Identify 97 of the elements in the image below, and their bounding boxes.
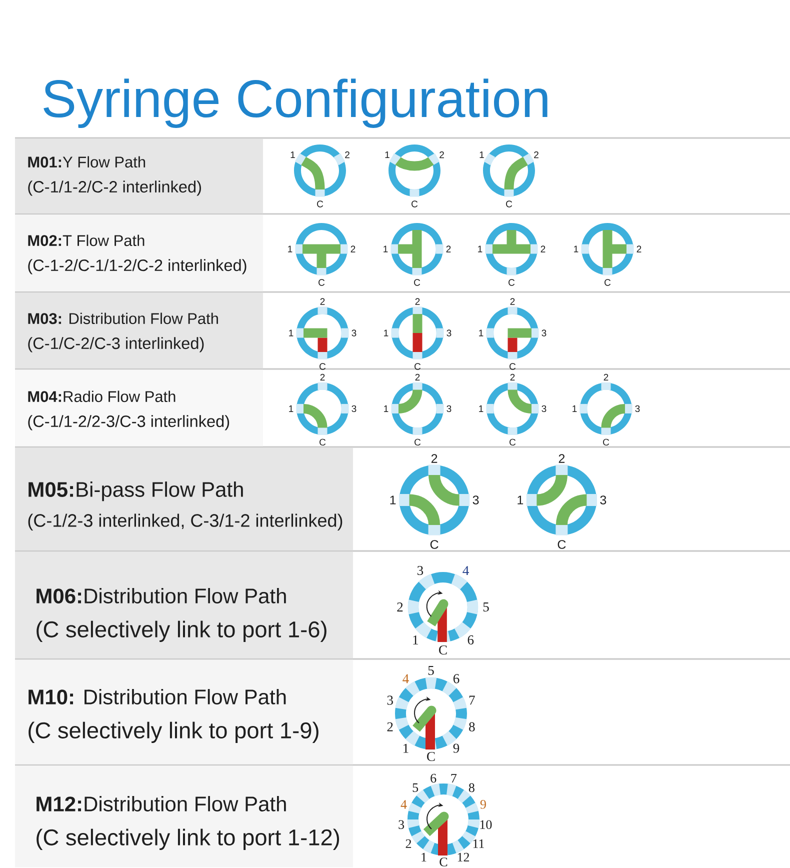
port-label: C <box>604 279 611 286</box>
port-label: 3 <box>398 820 404 829</box>
port-label: 3 <box>446 405 452 412</box>
port-label: C <box>508 279 515 286</box>
port-label: 1 <box>574 246 578 252</box>
title: Syringe Configuration <box>44 78 548 128</box>
port-label: 1 <box>385 151 390 158</box>
port-label: 2 <box>350 246 356 252</box>
port-label: C <box>414 438 421 446</box>
port-label: C <box>558 540 566 549</box>
port-label: 5 <box>412 783 418 792</box>
port-label: 1 <box>404 744 408 753</box>
port-label: 2 <box>440 151 444 158</box>
port-label: C <box>320 363 326 370</box>
port-label: 3 <box>600 496 606 504</box>
port-label: 1 <box>572 405 577 412</box>
port-label: C <box>318 279 325 286</box>
port-label: 1 <box>478 246 482 252</box>
port-label: 1 <box>290 151 295 158</box>
port-label: 7 <box>451 774 457 782</box>
port-label: C <box>440 858 448 866</box>
port-label: 2 <box>345 151 350 158</box>
port-label: 3 <box>446 330 452 336</box>
label-cell: M01:Y Flow Path (C-1/1-2/C-2 interlinked) <box>15 138 263 214</box>
port-label: 3 <box>387 696 393 705</box>
port-label: 12 <box>458 852 470 862</box>
port-label: 1 <box>480 151 484 158</box>
label-cell: M02:T Flow Path (C-1-2/C-1/1-2/C-2 interlinked) <box>15 214 263 292</box>
port-label: 2 <box>387 722 393 732</box>
label-cell: M12:Distribution Flow Path (C selectively link to port 1-12) <box>15 766 353 868</box>
port-label: C <box>510 438 516 446</box>
port-label: 5 <box>428 666 434 675</box>
port-label: 8 <box>468 783 474 792</box>
port-label: 3 <box>417 566 424 576</box>
port-label: 6 <box>430 774 436 783</box>
label-cell: M10: Distribution Flow Path (C selectively link to port 1-9) <box>15 660 353 764</box>
port-label: C <box>414 363 421 370</box>
port-label: 3 <box>352 330 356 336</box>
port-label: 2 <box>320 298 325 305</box>
port-label: C <box>414 279 420 286</box>
port-label: C <box>506 200 512 208</box>
port-label: C <box>427 752 435 762</box>
port-label: 1 <box>289 330 294 336</box>
port-label: 2 <box>540 246 546 252</box>
port-label: C <box>510 363 516 370</box>
port-label: C <box>430 540 438 549</box>
port-label: 4 <box>402 674 409 684</box>
port-label: 1 <box>390 496 396 504</box>
port-label: 2 <box>510 374 515 381</box>
port-label: 1 <box>479 330 484 336</box>
port-label: 3 <box>635 405 640 412</box>
port-label: 1 <box>289 405 294 412</box>
port-label: 2 <box>431 454 438 463</box>
port-label: 2 <box>510 298 515 305</box>
port-label: 1 <box>384 246 388 252</box>
port-label: 9 <box>480 800 486 809</box>
port-label: 1 <box>413 635 418 644</box>
port-label: 1 <box>384 330 388 336</box>
port-label: 2 <box>446 246 451 252</box>
port-label: 3 <box>472 496 479 504</box>
port-label: 1 <box>479 405 484 412</box>
label-cell: M03: Distribution Flow Path (C-1/C-2/C-3 interlinked) <box>15 292 263 368</box>
port-label: 2 <box>415 374 420 381</box>
port-label: 10 <box>480 820 492 829</box>
port-label: 2 <box>636 246 642 252</box>
port-label: 6 <box>468 635 474 644</box>
port-label: 3 <box>542 330 546 336</box>
port-label: 9 <box>453 744 460 753</box>
port-label: 11 <box>473 839 484 848</box>
port-label: 2 <box>534 151 538 158</box>
port-label: C <box>603 438 610 446</box>
port-label: 8 <box>469 722 475 732</box>
label-cell: M04:Radio Flow Path (C-1/1-2/2-3/C-3 interlinked) <box>15 370 263 446</box>
label-cell: M06:Distribution Flow Path (C selectively link to port 1-6) <box>15 552 353 658</box>
port-label: 2 <box>320 374 325 381</box>
port-label: 2 <box>397 602 403 612</box>
port-label: 3 <box>352 405 356 412</box>
label-cell: M05:Bi-pass Flow Path (C-1/2-3 interlinked, C-3/1-2 interlinked) <box>15 448 353 550</box>
node-label: M10: Distribution Flow Path <box>28 689 286 704</box>
port-label: 3 <box>542 405 546 412</box>
port-label: 1 <box>518 496 524 504</box>
port-label: 4 <box>400 800 407 809</box>
port-label: 2 <box>558 454 565 463</box>
port-label: 6 <box>453 674 460 684</box>
port-label: C <box>412 200 418 208</box>
port-label: 7 <box>469 696 475 705</box>
port-label: C <box>317 200 324 208</box>
node-label: (C selectively link to port 1-9) <box>28 722 318 743</box>
port-label: 2 <box>406 839 412 848</box>
port-label: 2 <box>415 298 420 305</box>
port-label: C <box>439 645 447 655</box>
port-label: 1 <box>288 246 292 252</box>
port-label: 2 <box>604 374 608 381</box>
port-label: 4 <box>462 566 469 575</box>
port-label: 1 <box>422 852 426 862</box>
port-label: 5 <box>483 602 489 612</box>
port-label: 1 <box>384 405 388 412</box>
